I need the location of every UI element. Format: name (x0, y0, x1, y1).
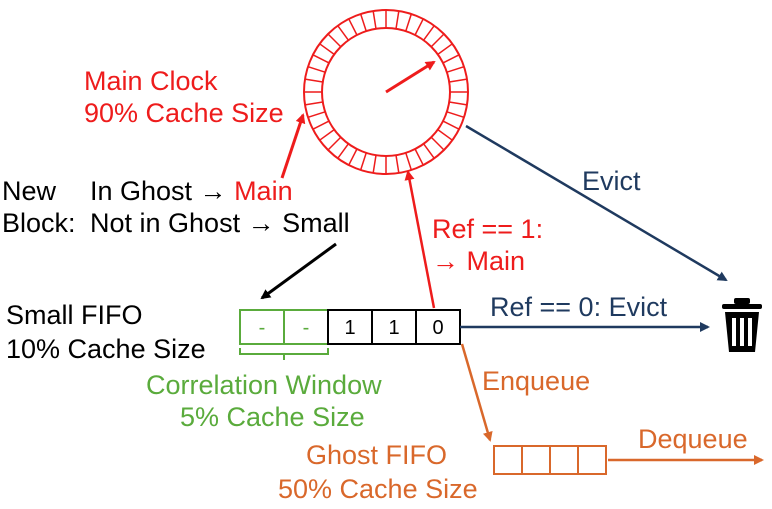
clock-tick (337, 143, 349, 159)
in-ghost-rule: In Ghost → Main (90, 176, 293, 206)
arrow-ref1-to-main (404, 170, 436, 309)
ghost-fifo-size: 50% Cache Size (278, 474, 478, 504)
clock-tick (372, 155, 377, 174)
clock-tick (348, 18, 358, 36)
clock-tick (430, 33, 445, 48)
clock-tick (437, 43, 453, 55)
main-clock-title: Main Clock (84, 66, 218, 96)
arrow-evict (465, 124, 728, 282)
clock-tick (414, 148, 424, 166)
evict-label: Evict (582, 166, 641, 196)
arrow-to-main-clock (280, 113, 306, 179)
in-ghost-prefix: In Ghost → (90, 176, 235, 206)
clock-hand (385, 60, 436, 94)
new-block-label-2: Block: (2, 208, 76, 238)
enqueue-label: Enqueue (482, 366, 591, 396)
clock-tick (395, 155, 400, 174)
arrow-new-to-small (260, 242, 337, 300)
correlation-window-size: 5% Cache Size (180, 402, 365, 432)
small-fifo-title: Small FIFO (6, 300, 143, 330)
in-ghost-target: Main (234, 176, 293, 206)
arrow-enqueue (460, 343, 493, 442)
clock-tick (442, 54, 460, 64)
clock-tick (372, 10, 377, 29)
clock-tick (437, 129, 453, 141)
clock-tick (307, 65, 326, 73)
ref0-evict-label: Ref == 0: Evict (490, 292, 668, 322)
clock-tick (312, 120, 330, 130)
main-clock (303, 9, 469, 175)
clock-tick (430, 136, 445, 151)
clock-tick (446, 65, 465, 73)
ref1-label-1: Ref == 1: (432, 214, 544, 244)
ghost-fifo-title: Ghost FIFO (306, 440, 448, 470)
dequeue-label: Dequeue (638, 424, 748, 454)
clock-tick (319, 43, 335, 55)
new-block-label-1: New (2, 176, 57, 206)
correlation-window-bracket (239, 348, 329, 360)
clock-tick (312, 54, 330, 64)
fifo-cell-text-2: 1 (344, 317, 355, 339)
small-fifo-size: 10% Cache Size (6, 334, 206, 364)
clock-tick (348, 148, 358, 166)
fifo-cell-text-0: - (259, 317, 266, 339)
clock-tick (327, 33, 342, 48)
not-in-ghost-rule: Not in Ghost → Small (90, 208, 350, 238)
ghost-fifo-queue (493, 445, 607, 475)
correlation-window-title: Correlation Window (146, 370, 382, 400)
clock-tick (449, 78, 468, 83)
clock-tick (337, 25, 349, 41)
clock-tick (307, 111, 326, 119)
clock-tick (359, 152, 367, 171)
clock-tick (405, 13, 413, 32)
main-clock-size: 90% Cache Size (84, 98, 284, 128)
ref1-label-2: → Main (432, 246, 526, 276)
clock-tick (359, 13, 367, 32)
clock-tick (423, 143, 435, 159)
clock-tick (327, 136, 342, 151)
fifo-cell-text-1: - (303, 317, 310, 339)
clock-tick (446, 111, 465, 119)
fifo-cell-text-4: 0 (432, 317, 443, 339)
fifo-cell-text-3: 1 (388, 317, 399, 339)
clock-tick (423, 25, 435, 41)
clock-tick (304, 78, 323, 83)
clock-tick (414, 18, 424, 36)
clock-tick (442, 120, 460, 130)
clock-tick (304, 101, 323, 106)
trash-icon (722, 298, 762, 352)
clock-tick (449, 101, 468, 106)
clock-ticks (304, 10, 468, 174)
clock-tick (405, 152, 413, 171)
clock-tick (395, 10, 400, 29)
small-fifo-queue: - - 1 1 0 (239, 309, 461, 345)
clock-tick (319, 129, 335, 141)
